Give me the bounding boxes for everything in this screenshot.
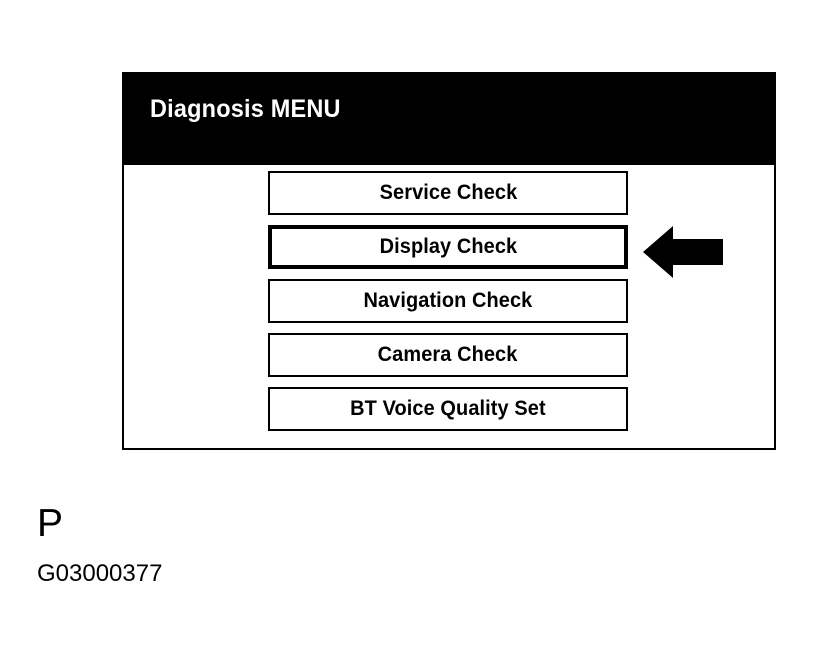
screen-title: Diagnosis MENU bbox=[150, 95, 341, 123]
caption-letter: P bbox=[37, 502, 64, 545]
menu-item-label: Camera Check bbox=[378, 343, 518, 366]
menu-item-display-check[interactable]: Display Check bbox=[268, 225, 628, 269]
menu-item-camera-check[interactable]: Camera Check bbox=[268, 333, 628, 377]
menu-item-navigation-check[interactable]: Navigation Check bbox=[268, 279, 628, 323]
screen-header: Diagnosis MENU bbox=[124, 74, 774, 165]
menu-item-bt-voice-quality-set[interactable]: BT Voice Quality Set bbox=[268, 387, 628, 431]
menu-item-label: Display Check bbox=[379, 235, 517, 258]
menu-item-label: BT Voice Quality Set bbox=[350, 397, 546, 420]
arrow-left-icon bbox=[643, 226, 723, 278]
menu-list: Service Check Display Check Navigation C… bbox=[268, 171, 628, 431]
figure-caption: P G03000377 bbox=[37, 503, 162, 587]
caption-code: G03000377 bbox=[37, 560, 163, 587]
menu-item-label: Navigation Check bbox=[363, 289, 533, 312]
menu-item-label: Service Check bbox=[379, 181, 517, 204]
menu-item-service-check[interactable]: Service Check bbox=[268, 171, 628, 215]
